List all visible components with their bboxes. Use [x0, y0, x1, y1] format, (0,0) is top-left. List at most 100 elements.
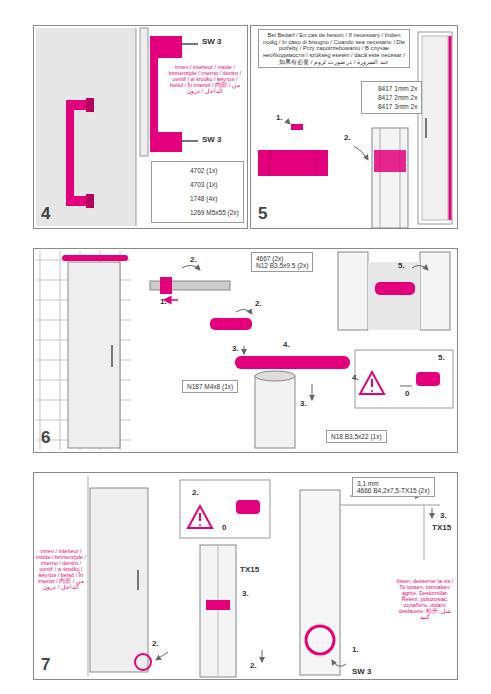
panel-5-art-part [418, 32, 452, 224]
callout-label: TX15 [432, 524, 451, 533]
panel-7-art [88, 476, 440, 677]
callout-label: 5. [438, 354, 445, 363]
callout-label: SW 3 [202, 38, 222, 47]
panel-7-art-part [218, 545, 219, 677]
panel-7-art-part [424, 505, 425, 560]
step-panel: 5 Bei Bedarf / En cas de besoin / If nece… [250, 25, 458, 229]
multilingual-note: lösen, desserrer la vis / To loosen, los… [395, 578, 455, 620]
part-text: 8417 1mm 2x [378, 84, 417, 93]
part-text: 4703 (1x) [190, 178, 239, 192]
callout-label: 0 [405, 390, 409, 399]
panel-7-art-part [200, 545, 236, 677]
part-text: 4666 B4,2x7,5-TX15 (2x) [357, 487, 430, 494]
panel-6-art-part [338, 252, 368, 330]
callout-label: 3. [232, 345, 239, 354]
panel-6-art-part [236, 309, 252, 314]
panel-7-art-part [188, 506, 212, 528]
panel-7-art-part [340, 505, 440, 506]
panel-6-art-part [160, 277, 172, 294]
part-text: 1748 (4x) [190, 192, 239, 206]
panel-7-art-part [236, 500, 260, 514]
panel-5-art-part [400, 128, 401, 228]
panel-7-art-part [206, 600, 230, 610]
panel-6-art-part [111, 345, 113, 367]
panel-5-art-part [449, 36, 452, 220]
panel-4-art-part [182, 43, 198, 45]
step-panel: 44702 (1x)4703 (1x)1748 (4x)1269 M5x55 (… [33, 25, 248, 229]
panel-6-art-part [416, 372, 440, 386]
panel-6-art-part [355, 350, 453, 408]
panel-7-art-part [90, 488, 148, 672]
step-panel: 7 3,1 mm4666 B4,2x7,5-TX15 (2x) [33, 472, 458, 680]
step-number: 7 [41, 655, 50, 675]
panel-6-art [36, 251, 453, 450]
panel-5-art-part [258, 150, 328, 176]
panel-7-art-part [180, 480, 270, 538]
part-text: N12 B3,5x9,5 (2x) [256, 262, 308, 269]
multilingual-note: innen / intérieur / inside / binnenzijde… [36, 548, 86, 590]
panel-6-art-part [210, 318, 252, 330]
callout-label: 1. [160, 298, 167, 307]
callout-label: 1. [352, 646, 359, 655]
panel-7-art-part [137, 570, 139, 590]
part-text: 8417 2mm 2x [378, 93, 417, 102]
panel-5-art-part [286, 120, 290, 124]
note-box: Bei Bedarf / En cas de besoin / If neces… [258, 29, 410, 68]
callout-label: 1. [276, 114, 283, 123]
step-number: 5 [258, 204, 267, 224]
panel-6-art-part [420, 252, 450, 330]
callout-label: 0 [222, 524, 226, 533]
callout-label: 2. [250, 662, 257, 671]
panel-5-art-part [422, 36, 448, 220]
panel-7-art-part [262, 650, 263, 662]
parts-list-box: 3,1 mm4666 B4,2x7,5-TX15 (2x) [352, 477, 435, 497]
callout-label: 3. [300, 400, 307, 409]
panel-4-art-part [150, 132, 182, 152]
panel-4-art-part [150, 36, 182, 58]
multilingual-note: innen / intérieur / inside / binnenzijde… [166, 64, 244, 94]
panel-4-art-part [36, 28, 136, 226]
panel-6-art-part [368, 262, 420, 330]
panel-4-art-part [86, 98, 94, 112]
panel-5-art-part [374, 150, 406, 172]
panel-7-art-part [199, 513, 201, 521]
parts-list-box: N187 M4x8 (1x) [182, 380, 238, 393]
panel-4-art-part [66, 100, 90, 206]
panel-7-art-part [332, 660, 346, 666]
panel-7-art-part [88, 476, 89, 676]
panel-7-art-part [432, 508, 433, 518]
step-panel: 64667 (2x)N12 B3,5x9,5 (2x)N187 M4x8 (1x… [33, 248, 458, 453]
callout-label: TX15 [240, 566, 259, 575]
panel-6-art-part [36, 251, 131, 450]
panel-7-art-part [199, 524, 201, 526]
callout-label: 2. [152, 640, 159, 649]
part-text: Bei Bedarf / En cas de besoin / If neces… [262, 32, 406, 65]
part-text: N187 M4x8 (1x) [187, 383, 233, 390]
step-number: 6 [41, 428, 50, 448]
panel-5-art-part [270, 150, 271, 176]
panel-6-art-part [371, 390, 373, 392]
panel-6-art-part [182, 265, 200, 270]
panel-5-art-part [380, 128, 381, 228]
callout-label: 5. [398, 262, 405, 271]
panel-6-art-part [400, 386, 412, 387]
panel-6-art-part [68, 262, 120, 448]
part-text: 3,1 mm [357, 480, 430, 487]
panel-5-art-part [291, 124, 303, 130]
panel-4-art-part [182, 140, 198, 142]
panel-6-art-part [375, 282, 415, 295]
panel-7-art-part [306, 626, 334, 654]
callout-label: SW 3 [352, 668, 372, 677]
part-text: 4702 (1x) [190, 164, 239, 178]
panel-6-art-part [235, 356, 350, 369]
panel-4-art-part [140, 28, 148, 156]
callout-label: 4. [352, 374, 359, 383]
panel-4-art-part [86, 194, 94, 208]
callout-label: 2. [344, 134, 351, 143]
callout-label: 3. [440, 512, 447, 521]
panel-6-art-part [412, 265, 428, 270]
panel-4-art-part [136, 28, 137, 226]
panel-6-art-part [371, 379, 373, 387]
parts-list-box: 8417 1mm 2x8417 2mm 2x8417 3mm 2x [361, 81, 422, 114]
